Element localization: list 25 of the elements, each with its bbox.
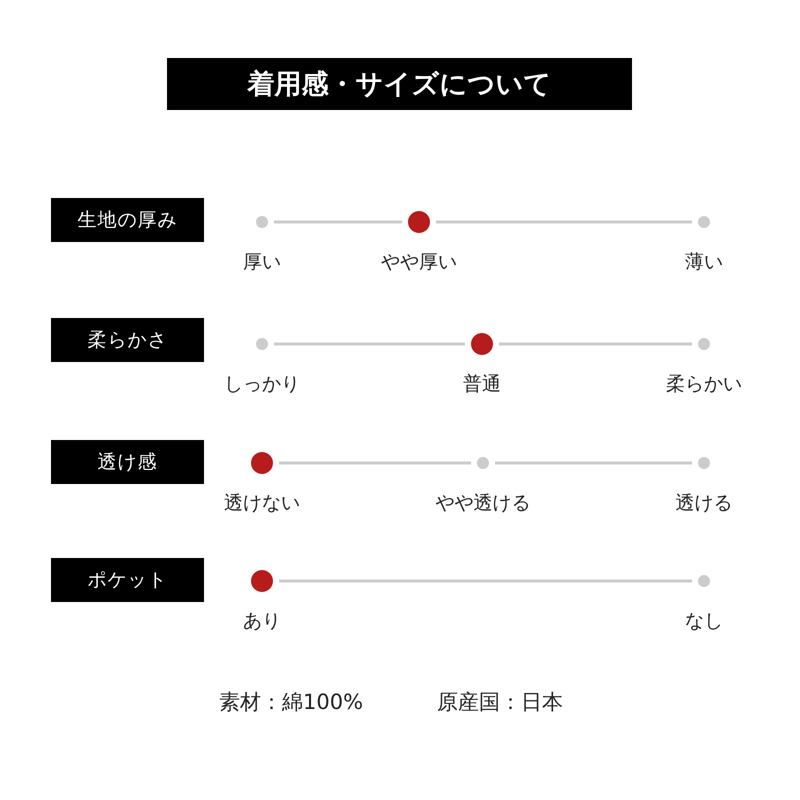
- scale-line: [279, 580, 692, 582]
- scale-line: [436, 220, 692, 224]
- scale-line: [274, 220, 402, 224]
- scale-label: なし: [685, 609, 723, 634]
- material-note: 素材：綿100%: [219, 689, 364, 716]
- scale-label: 厚い: [243, 250, 281, 275]
- scale-label: やや透ける: [436, 491, 530, 516]
- title-banner: 着用感・サイズについて: [167, 58, 632, 110]
- scale-label: 透けない: [224, 491, 300, 516]
- scale-label: あり: [243, 609, 281, 634]
- category-label: 透け感: [51, 440, 204, 484]
- scale-label: 透ける: [676, 491, 732, 516]
- scale-label: 普通: [463, 372, 501, 397]
- category-label: 生地の厚み: [51, 198, 204, 242]
- scale-label: やや厚い: [381, 250, 457, 275]
- scale-line: [495, 462, 692, 464]
- category-label: 柔らかさ: [51, 318, 204, 362]
- scale-label: 薄い: [685, 250, 723, 275]
- material-note: 原産国：日本: [437, 689, 563, 716]
- scale-line: [274, 342, 465, 346]
- scale-line: [279, 462, 471, 464]
- scale-label: しっかり: [224, 372, 300, 397]
- scale-label: 柔らかい: [666, 372, 742, 397]
- scale-line: [499, 342, 692, 346]
- category-label: ポケット: [51, 558, 204, 602]
